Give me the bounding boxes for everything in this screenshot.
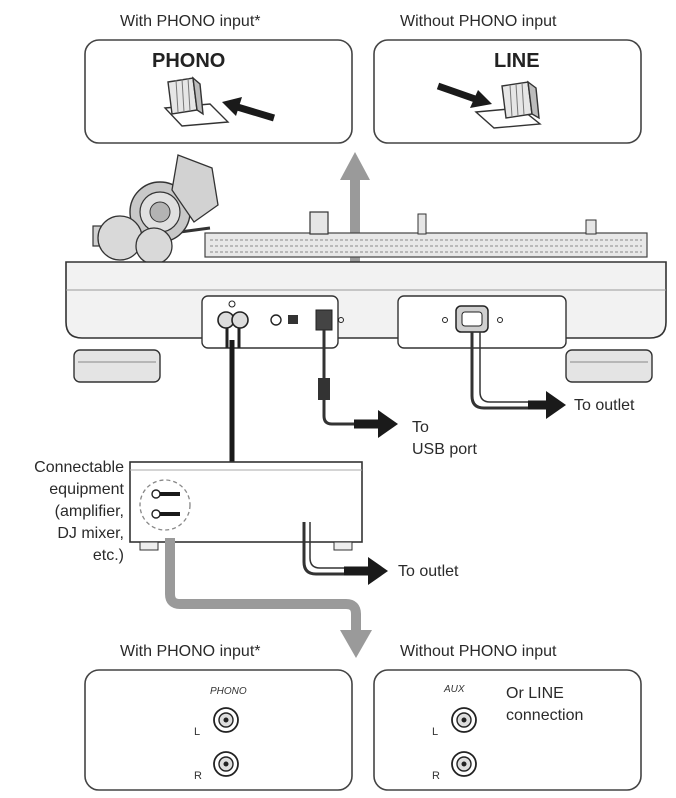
aux-jack-l-label: L (432, 726, 439, 738)
usb-cable (318, 330, 354, 426)
line-arrow-icon (436, 82, 492, 108)
line-switch-icon (474, 80, 542, 129)
top-left-heading: With PHONO input* (120, 13, 261, 30)
equipment-box (129, 461, 363, 551)
equipment-power-cable (302, 522, 344, 576)
line-connection-note-2: connection (506, 707, 584, 724)
equipment-label-line3: (amplifier, (54, 503, 124, 520)
equipment-label-line4: DJ mixer, (57, 525, 124, 542)
aux-jack-label: AUX (444, 684, 465, 695)
turntable-outlet-arrow-icon (528, 391, 566, 419)
aux-jacks-icon (451, 707, 477, 777)
line-switch-label: LINE (494, 50, 540, 72)
aux-jack-r-label: R (432, 770, 440, 782)
phono-switch-icon (163, 76, 230, 127)
phono-jacks-icon (213, 707, 239, 777)
equipment-outlet-label: To outlet (398, 563, 459, 580)
turntable-power-cable (470, 332, 528, 410)
line-connection-note-1: Or LINE (506, 685, 564, 702)
phono-jack-l-label: L (194, 726, 201, 738)
equipment-label-line1: Connectable (34, 459, 124, 476)
input-arrow (165, 538, 372, 658)
bottom-right-box (373, 669, 642, 791)
bottom-left-heading: With PHONO input* (120, 643, 261, 660)
usb-arrow-icon (354, 410, 398, 438)
turntable-outlet-label: To outlet (574, 397, 635, 414)
phono-jack-r-label: R (194, 770, 202, 782)
bottom-right-heading: Without PHONO input (400, 643, 557, 660)
turntable-illustration (65, 154, 667, 383)
top-right-heading: Without PHONO input (400, 13, 557, 30)
phono-switch-label: PHONO (152, 50, 226, 72)
usb-label-line2: USB port (412, 441, 477, 458)
phono-jack-label: PHONO (210, 686, 247, 697)
equipment-label-line2: equipment (49, 481, 124, 498)
usb-label-line1: To (412, 419, 429, 436)
phono-arrow-icon (222, 97, 276, 122)
equipment-outlet-arrow-icon (344, 557, 388, 585)
top-left-box (84, 39, 353, 144)
equipment-label-line5: etc.) (92, 547, 124, 564)
